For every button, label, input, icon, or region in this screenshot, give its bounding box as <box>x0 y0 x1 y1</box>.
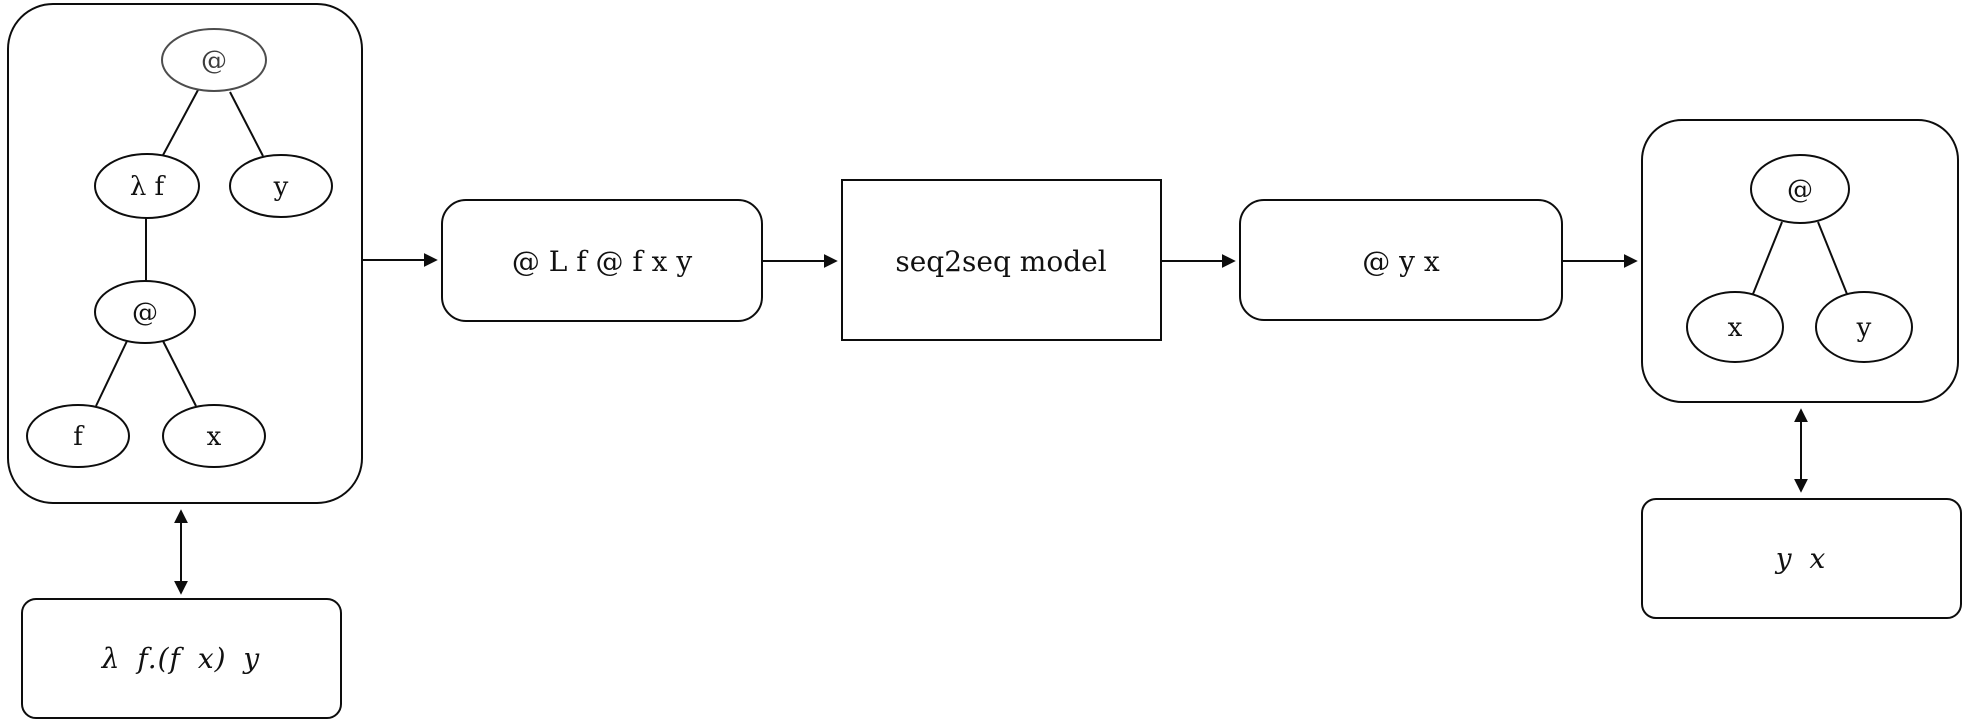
seq2seq-model-text: seq2seq model <box>895 245 1106 278</box>
output-y-label: y <box>1856 313 1872 343</box>
input-expression-text: λ f.(f x) y <box>101 642 261 675</box>
input-y-node <box>229 154 333 218</box>
output-y-node <box>1815 291 1913 363</box>
input-inner-apply-label: @ <box>132 298 158 328</box>
output-sequence-box <box>1239 199 1563 321</box>
output-x-node <box>1686 291 1784 363</box>
edge-apply-to-f <box>95 340 128 407</box>
edge-output-root-to-y <box>1817 221 1848 295</box>
input-lambda-node <box>94 153 200 219</box>
input-f-label: f <box>73 422 85 452</box>
edge-root-to-y <box>229 91 264 157</box>
input-tree-panel <box>7 3 363 504</box>
input-f-node <box>26 404 130 468</box>
input-root-apply-node <box>161 28 267 92</box>
seq2seq-model-box <box>841 179 1162 341</box>
input-sequence-text: @ L f @ f x y <box>512 245 693 278</box>
input-lambda-label: λ f <box>130 172 167 202</box>
output-x-label: x <box>1728 313 1743 343</box>
input-root-apply-label: @ <box>201 46 227 76</box>
output-expression-box <box>1641 498 1962 619</box>
input-inner-apply-node <box>94 280 196 344</box>
output-root-apply-node <box>1750 154 1850 224</box>
output-expression-text: y x <box>1774 542 1827 575</box>
input-expression-box <box>21 598 342 719</box>
output-sequence-text: @ y x <box>1362 245 1440 278</box>
input-x-label: x <box>207 422 222 452</box>
input-sequence-box <box>441 199 763 322</box>
edge-output-root-to-x <box>1752 221 1783 295</box>
input-y-label: y <box>273 172 289 202</box>
output-root-apply-label: @ <box>1787 175 1813 205</box>
edge-apply-to-x <box>162 340 197 407</box>
edge-root-to-lambda <box>161 89 199 158</box>
input-x-node <box>162 404 266 468</box>
